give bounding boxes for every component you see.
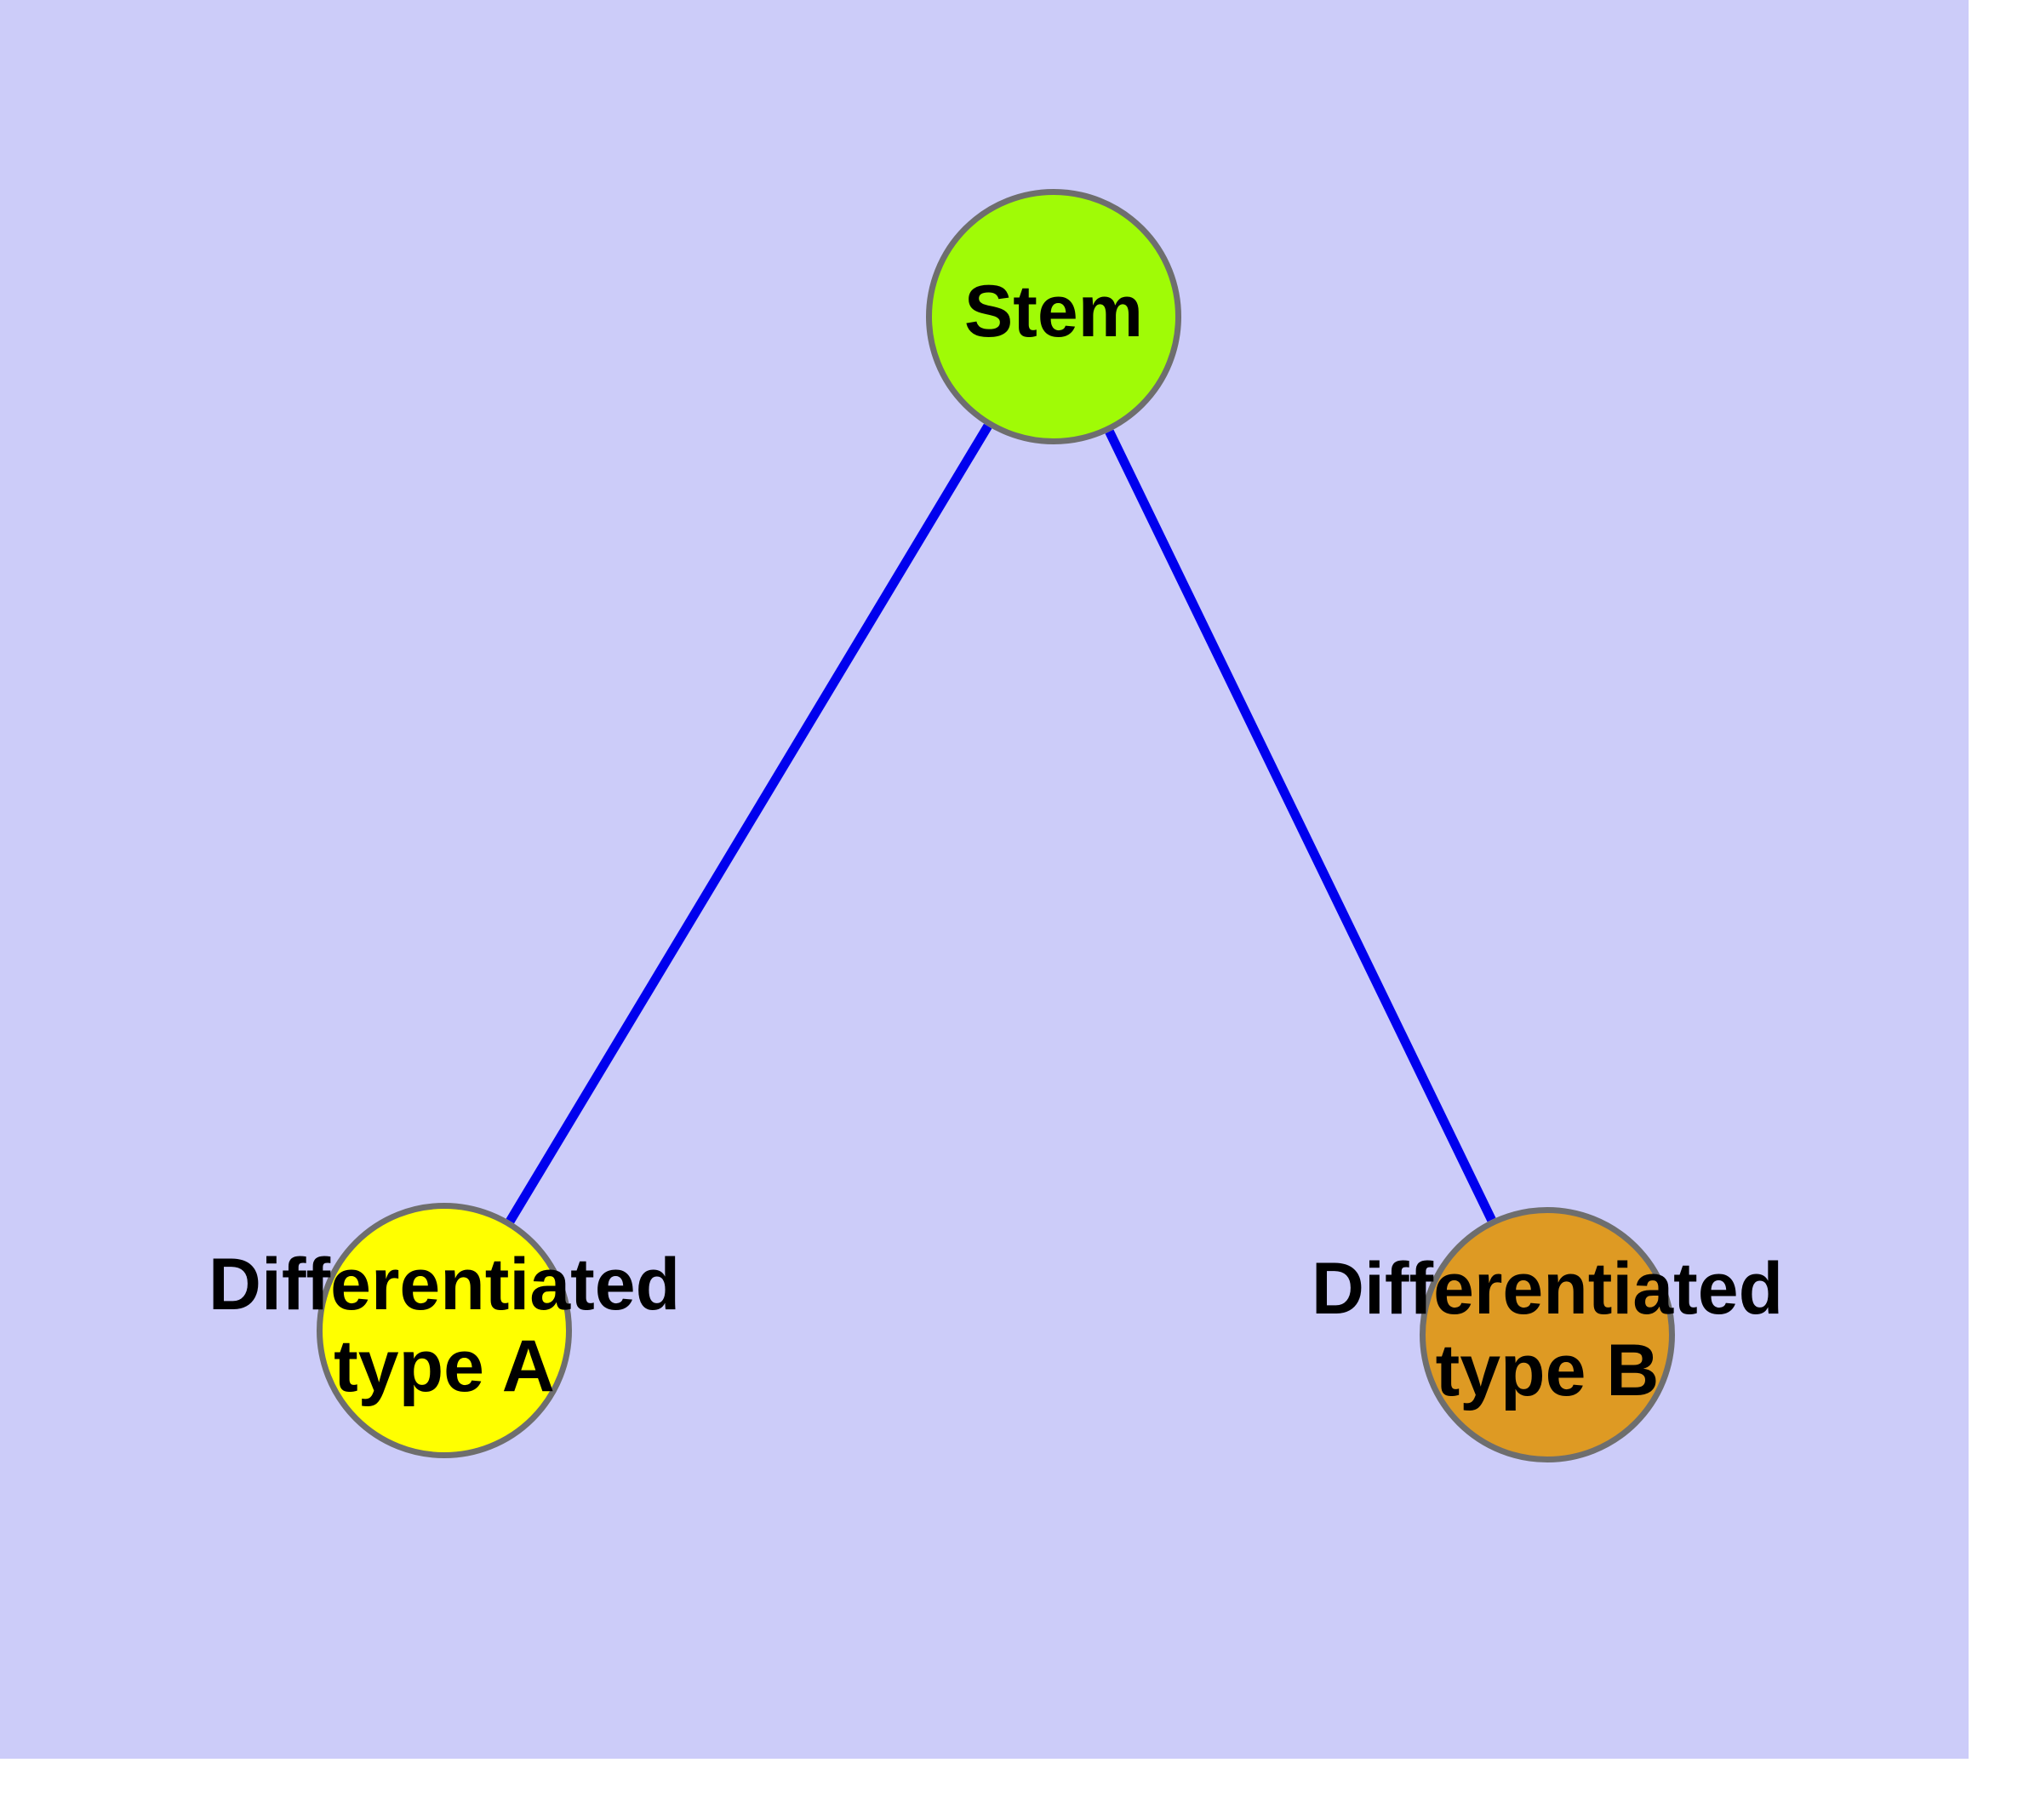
edge-stem-diff-a[interactable] [506, 423, 992, 1224]
node-label-line: Stem [964, 271, 1143, 352]
node-label-line: type A [334, 1325, 555, 1407]
node-label-line: Differentiated [209, 1244, 680, 1325]
node-stem[interactable] [926, 189, 1181, 444]
edges-layer [506, 423, 1496, 1224]
node-label-line: type B [1436, 1330, 1660, 1411]
node-diff-b[interactable] [1420, 1207, 1675, 1462]
node-diff-a[interactable] [317, 1203, 572, 1458]
node-label-stem: Stem [964, 271, 1143, 352]
nodes-layer [317, 189, 1675, 1462]
node-label-line: Differentiated [1312, 1248, 1783, 1330]
edge-stem-diff-b[interactable] [1105, 429, 1496, 1222]
